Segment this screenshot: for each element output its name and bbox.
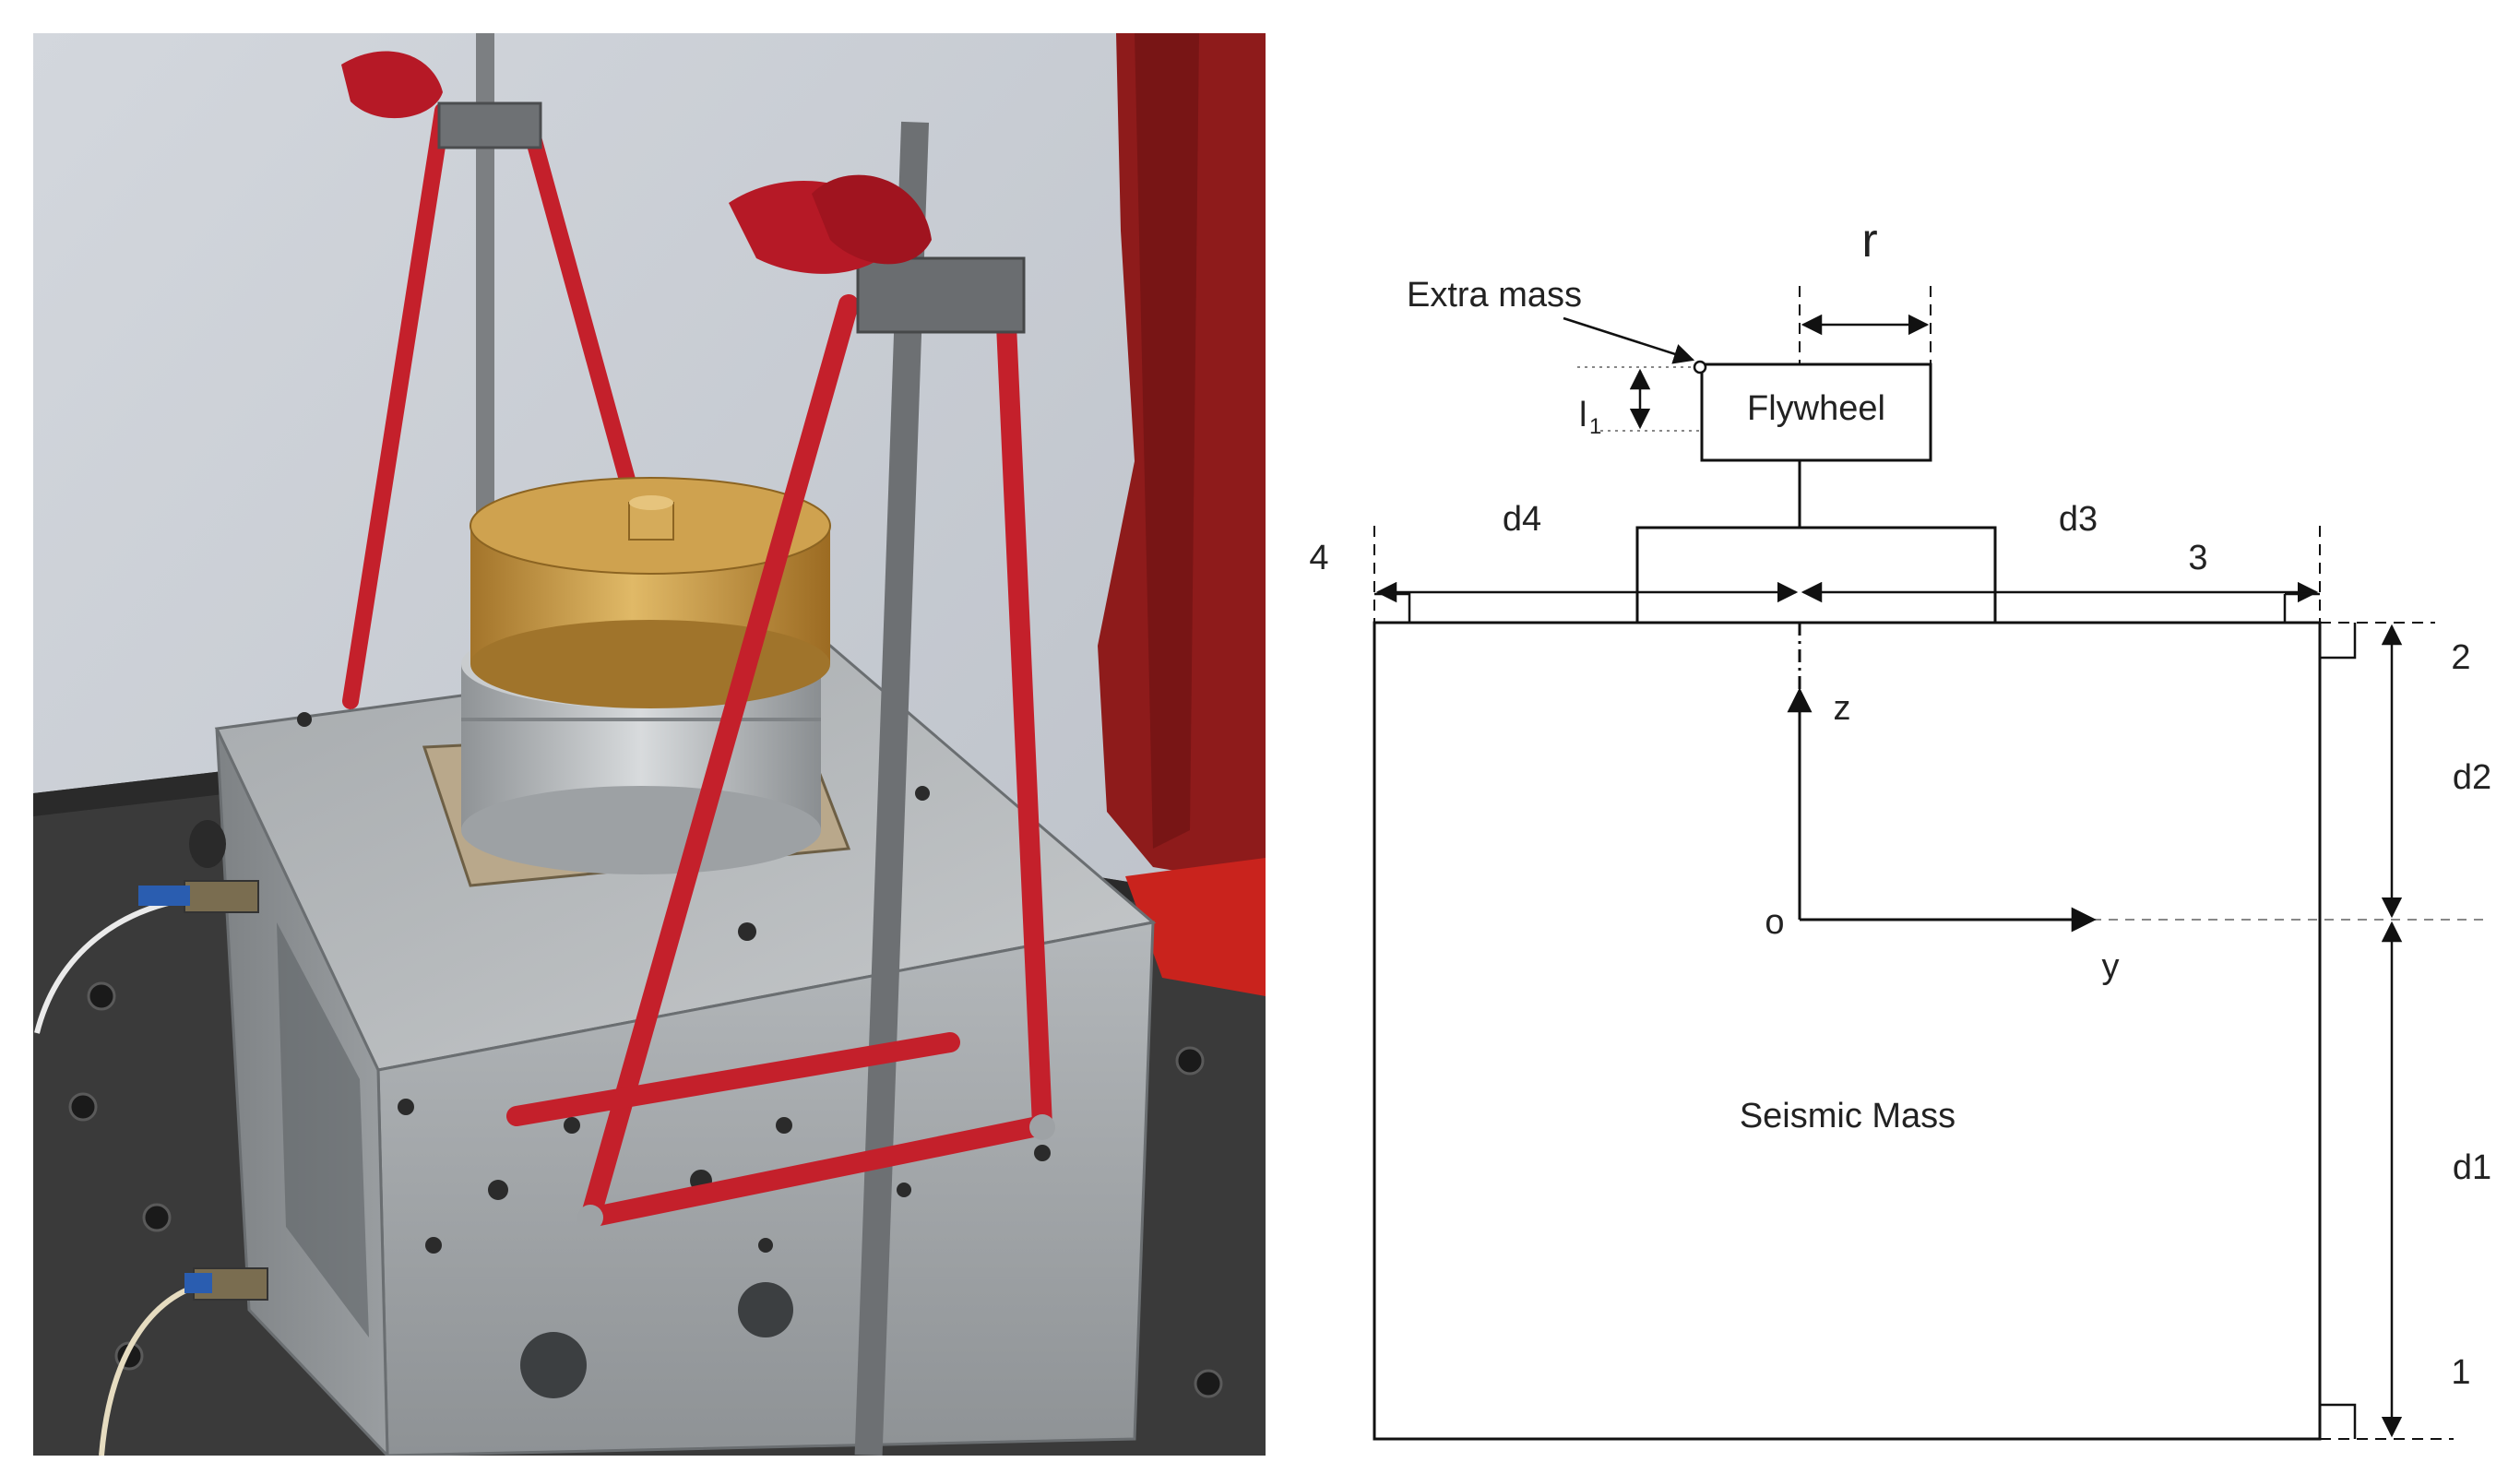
sensor-3-marker	[2283, 592, 2320, 623]
label-l1-subscript: 1	[1589, 414, 1601, 439]
label-d2: d2	[2453, 758, 2491, 797]
sensor-4-marker	[1374, 592, 1411, 623]
photo-connectors	[138, 820, 268, 1301]
label-extra-mass: Extra mass	[1407, 276, 1582, 315]
label-sensor-3: 3	[2188, 539, 2207, 577]
sensor-1-marker	[2320, 1403, 2357, 1439]
label-o: o	[1765, 903, 1784, 942]
label-d3: d3	[2059, 500, 2098, 539]
label-sensor-4: 4	[1309, 539, 1328, 577]
label-sensor-2: 2	[2451, 638, 2470, 677]
label-seismic-mass: Seismic Mass	[1740, 1097, 1955, 1135]
label-l1: l	[1579, 396, 1587, 434]
extra-mass-leader	[1563, 316, 1695, 364]
seismic-mass-rect	[1373, 621, 2322, 1441]
photo-front-rod	[854, 121, 930, 1456]
label-r: r	[1861, 214, 1877, 267]
label-d1: d1	[2453, 1148, 2491, 1187]
photo-back-rope	[342, 102, 636, 709]
label-d4: d4	[1503, 500, 1541, 539]
photo-back-rod	[476, 33, 494, 550]
label-z: z	[1834, 689, 1851, 728]
extra-mass-marker	[1693, 360, 1707, 374]
schematic-diagram	[1373, 286, 2490, 1441]
sensor-2-marker	[2320, 623, 2357, 660]
experimental-setup-photo	[33, 33, 1266, 1456]
photo-cable	[34, 897, 185, 1034]
label-flywheel: Flywheel	[1747, 389, 1885, 428]
diagram-labels: r Extra mass l 1 Flywheel d4 d3 4 3 2 d2…	[1309, 214, 2491, 1392]
label-y: y	[2102, 947, 2120, 986]
label-sensor-1: 1	[2451, 1353, 2470, 1392]
photo-front-rope	[506, 294, 1052, 1228]
motor-housing-rect	[1635, 526, 1997, 624]
flywheel-rect	[1700, 363, 1932, 462]
